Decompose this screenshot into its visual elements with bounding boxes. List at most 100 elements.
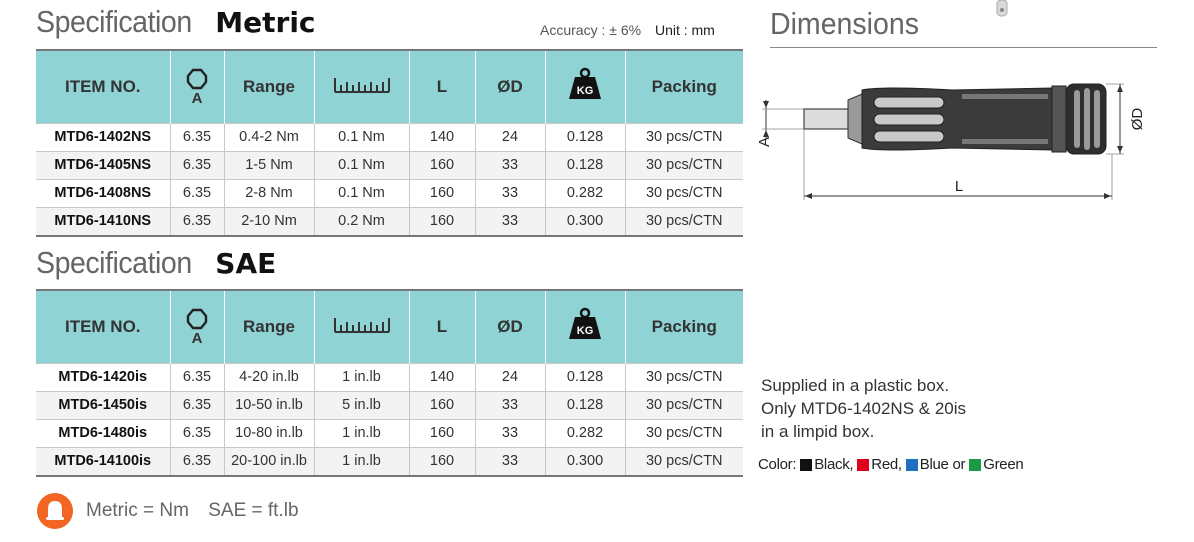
label-od: ØD (1129, 108, 1146, 131)
cell-range: 2-10 Nm (223, 206, 314, 237)
unit-legend: Metric = Nm SAE = ft.lb (36, 492, 299, 530)
color-swatch (969, 458, 982, 471)
cell-scale: 5 in.lb (313, 390, 409, 419)
cell-item-no: MTD6-1420is (36, 362, 170, 391)
cell-length: 160 (408, 206, 475, 237)
header-hex-a: A (169, 50, 224, 123)
cell-packing: 30 pcs/CTN (624, 178, 743, 207)
header-weight: KG (544, 50, 625, 123)
cell-range: 0.4-2 Nm (223, 122, 314, 151)
section-unit-sae: SAE (215, 247, 277, 280)
cell-item-no: MTD6-1450is (36, 390, 170, 419)
cell-item-no: MTD6-14100is (36, 446, 170, 477)
cell-diameter: 33 (474, 178, 545, 207)
header-diameter: ØD (474, 50, 545, 123)
cell-weight: 0.300 (544, 206, 625, 237)
cell-weight: 0.128 (544, 122, 625, 151)
cell-weight: 0.128 (544, 390, 625, 419)
cell-hex-size: 6.35 (169, 122, 224, 151)
section-title: Specification (36, 245, 192, 280)
cell-length: 160 (408, 390, 475, 419)
metric-unit-note: Metric = Nm (86, 500, 189, 521)
cell-packing: 30 pcs/CTN (624, 362, 743, 391)
color-name: Blue or (919, 456, 966, 473)
cell-diameter: 24 (474, 362, 545, 391)
cell-scale: 0.1 Nm (313, 178, 409, 207)
header-scale (313, 50, 409, 123)
cell-range: 1-5 Nm (223, 150, 314, 179)
cell-range: 20-100 in.lb (223, 446, 314, 477)
cell-hex-size: 6.35 (169, 206, 224, 237)
kg-label: KG (577, 325, 594, 337)
color-label: Color: (758, 456, 797, 473)
cell-weight: 0.282 (544, 178, 625, 207)
cell-length: 160 (408, 178, 475, 207)
dimensions-title: Dimensions (770, 6, 919, 41)
header-packing: Packing (624, 290, 743, 363)
cell-weight: 0.282 (544, 418, 625, 447)
header-length: L (408, 50, 475, 123)
cell-scale: 0.1 Nm (313, 150, 409, 179)
sae-section-heading: Specification SAE (36, 245, 276, 281)
ruler-icon (333, 318, 390, 334)
color-swatch (800, 458, 813, 471)
bell-icon (37, 493, 73, 529)
color-name: Red, (871, 456, 902, 473)
color-swatch (857, 458, 870, 471)
header-length: L (408, 290, 475, 363)
header-diameter: ØD (474, 290, 545, 363)
color-swatch (905, 458, 918, 471)
note-line: Only MTD6-1402NS & 20is (761, 399, 967, 418)
header-range: Range (223, 290, 314, 363)
cell-diameter: 33 (474, 446, 545, 477)
metric-spec-table: ITEM NO. A Range L ØD (36, 49, 743, 237)
section-unit-metric: Metric (215, 6, 316, 39)
header-packing: Packing (624, 50, 743, 123)
label-l: L (955, 178, 963, 195)
cell-length: 160 (408, 418, 475, 447)
header-a-label: A (191, 329, 203, 347)
header-range: Range (223, 50, 314, 123)
cell-weight: 0.128 (544, 150, 625, 179)
divider (770, 47, 1157, 48)
header-weight: KG (544, 290, 625, 363)
cell-range: 10-80 in.lb (223, 418, 314, 447)
cell-packing: 30 pcs/CTN (624, 390, 743, 419)
cell-weight: 0.128 (544, 362, 625, 391)
cell-hex-size: 6.35 (169, 390, 224, 419)
cell-packing: 30 pcs/CTN (624, 122, 743, 151)
cell-hex-size: 6.35 (169, 362, 224, 391)
cell-scale: 1 in.lb (313, 446, 409, 477)
cell-scale: 1 in.lb (313, 418, 409, 447)
header-row: ITEM NO. A Range L ØD (36, 50, 743, 123)
cell-scale: 0.1 Nm (313, 122, 409, 151)
header-row: ITEM NO. A Range L ØD (36, 290, 743, 363)
cell-diameter: 33 (474, 418, 545, 447)
sae-unit-note: SAE = ft.lb (208, 500, 299, 521)
cell-item-no: MTD6-1402NS (36, 122, 170, 151)
cell-packing: 30 pcs/CTN (624, 150, 743, 179)
header-item-no: ITEM NO. (64, 316, 141, 336)
cell-diameter: 33 (474, 150, 545, 179)
accuracy-text: Accuracy : ± 6% (540, 22, 642, 38)
packaging-note: Supplied in a plastic box. Only MTD6-140… (761, 374, 966, 443)
cell-diameter: 33 (474, 390, 545, 419)
cell-packing: 30 pcs/CTN (624, 446, 743, 477)
cell-hex-size: 6.35 (169, 418, 224, 447)
hexagon-icon (186, 68, 208, 89)
note-line: Supplied in a plastic box. (761, 376, 950, 395)
weight-kg-icon: KG (569, 68, 601, 100)
metric-section-heading: Specification Metric (36, 4, 316, 40)
cell-range: 2-8 Nm (223, 178, 314, 207)
header-hex-a: A (169, 290, 224, 363)
cell-item-no: MTD6-1480is (36, 418, 170, 447)
accuracy-note: Accuracy : ± 6% Unit : mm (540, 22, 715, 38)
cell-length: 160 (408, 150, 475, 179)
hexagon-icon (186, 308, 208, 329)
cell-range: 10-50 in.lb (223, 390, 314, 419)
